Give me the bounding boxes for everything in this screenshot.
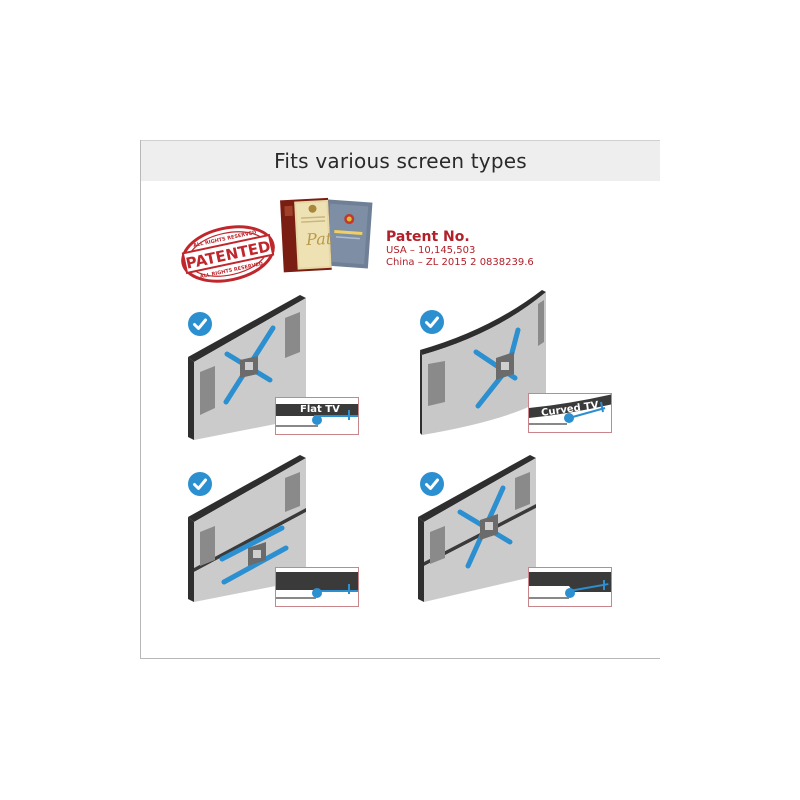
panel-flat-tv: Flat TV: [170, 290, 370, 450]
patent-certificates-image: Pat: [278, 197, 378, 281]
curved-tv-illustration: [420, 290, 546, 435]
page-title: Fits various screen types: [274, 149, 527, 173]
check-circle-icon: [188, 312, 212, 336]
panel-curved-tv: Curved TV: [400, 290, 650, 450]
recessed-middle-detail-inset: [528, 567, 612, 607]
recessed-bottom-detail-inset: [275, 567, 359, 607]
patent-china: China – ZL 2015 2 0838239.6: [386, 257, 534, 268]
patent-info: Patent No. USA – 10,145,503 China – ZL 2…: [386, 229, 534, 269]
recessed-tv-middle-illustration: [418, 455, 536, 602]
panel-flat-tv-recessed-middle: [400, 450, 650, 620]
flat-tv-label: Flat TV: [300, 404, 340, 415]
check-circle-icon: [188, 472, 212, 496]
check-circle-icon: [420, 472, 444, 496]
content-frame: [140, 140, 660, 659]
svg-text:Pat: Pat: [305, 229, 334, 249]
patent-usa: USA – 10,145,503: [386, 245, 476, 256]
header-bar: Fits various screen types: [141, 140, 660, 181]
patented-stamp-icon: PATENTED ALL RIGHTS RESERVED ALL RIGHTS …: [178, 222, 278, 290]
panel-flat-tv-recessed-bottom: [170, 450, 370, 620]
patent-title: Patent No.: [386, 229, 470, 245]
curved-tv-detail-inset: Curved TV: [528, 393, 612, 433]
flat-tv-detail-inset: Flat TV: [275, 397, 359, 435]
check-circle-icon: [420, 310, 444, 334]
